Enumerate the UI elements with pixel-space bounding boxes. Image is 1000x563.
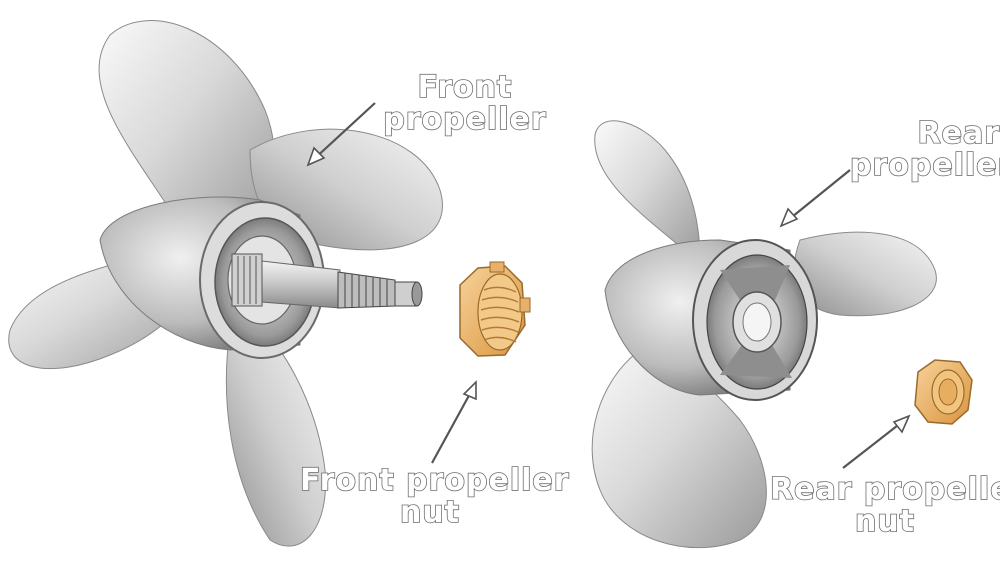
label-rear-propeller: Rear propeller <box>849 116 1000 183</box>
arrow-rear-propeller <box>779 169 851 228</box>
arrow-front-propeller-nut <box>431 380 477 464</box>
label-rear-propeller-nut: Rear propeller nut <box>769 472 1000 539</box>
label-rear-propeller-line2: propeller <box>849 148 1000 183</box>
arrow-front-propeller <box>306 102 376 167</box>
rear-propeller <box>591 120 937 549</box>
front-propeller-blade-lower <box>225 329 327 547</box>
label-front-propeller: Front propeller <box>380 70 550 137</box>
front-propeller <box>8 20 443 547</box>
rear-propeller-blade-upper <box>594 120 701 261</box>
label-front-propeller-nut: Front propeller nut <box>299 463 570 530</box>
label-front-propeller-line2: propeller <box>382 102 547 137</box>
label-front-propeller-nut-line2: nut <box>399 495 461 530</box>
propeller-shaft <box>231 253 423 309</box>
label-front-propeller-line1: Front <box>417 70 513 105</box>
rear-propeller-blade-lower <box>591 349 767 549</box>
arrow-rear-propeller-nut <box>842 414 911 469</box>
label-rear-propeller-nut-line2: nut <box>854 504 916 539</box>
label-front-propeller-nut-line1: Front propeller <box>299 463 570 498</box>
rear-propeller-nut <box>914 359 973 425</box>
front-propeller-nut <box>459 261 531 357</box>
label-rear-propeller-line1: Rear <box>917 116 1000 151</box>
label-rear-propeller-nut-line1: Rear propeller <box>769 472 1000 507</box>
